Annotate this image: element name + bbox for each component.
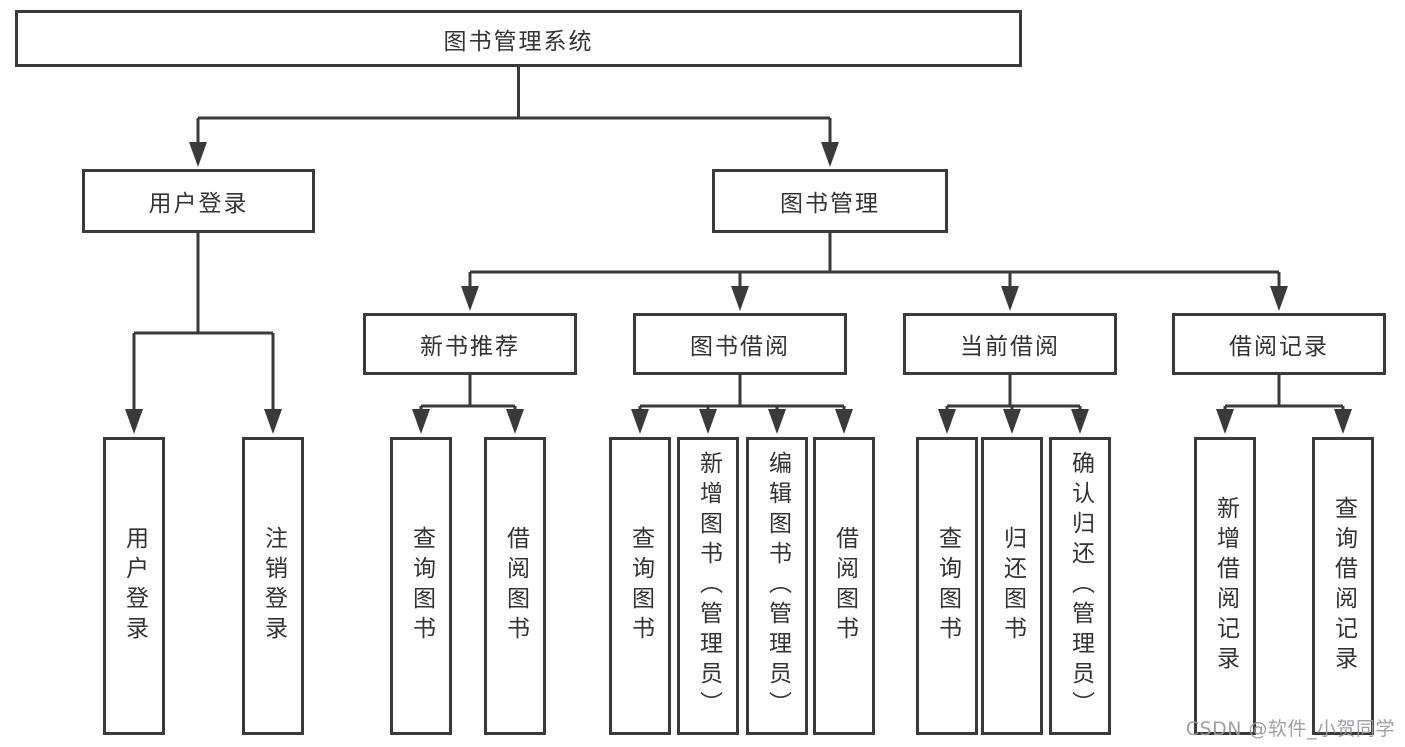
node-label: 查询借阅记录 [1330, 496, 1357, 676]
node-label: 图书管理 [780, 191, 880, 217]
node-label: 用户登录 [121, 526, 148, 646]
node-label: 编辑图书（管理员） [764, 451, 791, 721]
node-label: 确认归还（管理员） [1067, 451, 1094, 721]
leaf-borrow-books-recommend: 借阅图书 [484, 437, 546, 735]
node-current-borrowing: 当前借阅 [903, 313, 1117, 375]
leaf-return-books: 归还图书 [981, 437, 1043, 735]
node-label: 新书推荐 [420, 334, 520, 360]
leaf-add-borrow-record: 新增借阅记录 [1194, 437, 1256, 735]
connector-new-book-recommend-to-leaves [412, 375, 524, 434]
node-book-management: 图书管理 [712, 169, 948, 233]
connector-root-to-level2 [189, 67, 839, 167]
leaf-edit-book-admin: 编辑图书（管理员） [746, 437, 808, 735]
csdn-watermark: CSDN @软件_小贺同学 [1185, 718, 1395, 740]
connector-borrow-records-to-leaves [1216, 375, 1352, 434]
node-label: 查询图书 [408, 526, 435, 646]
node-new-book-recommend: 新书推荐 [363, 313, 577, 375]
connector-user-login-to-leaves [125, 233, 282, 434]
connector-current-borrowing-to-leaves [938, 375, 1089, 434]
node-borrow-records: 借阅记录 [1172, 313, 1386, 375]
leaf-query-books-borrowing: 查询图书 [609, 437, 671, 735]
node-label: 查询图书 [934, 526, 961, 646]
leaf-user-login: 用户登录 [103, 437, 165, 735]
node-label: 查询图书 [627, 526, 654, 646]
node-label: 借阅图书 [831, 526, 858, 646]
node-label: 归还图书 [999, 526, 1026, 646]
connector-book-management-to-level3 [461, 233, 1288, 311]
node-label: 借阅记录 [1229, 334, 1329, 360]
node-label: 用户登录 [148, 191, 249, 217]
connector-book-borrowing-to-leaves [631, 375, 853, 434]
node-label: 新增借阅记录 [1212, 496, 1239, 676]
leaf-query-borrow-record: 查询借阅记录 [1312, 437, 1374, 735]
leaf-logout: 注销登录 [242, 437, 304, 735]
leaf-borrow-books: 借阅图书 [813, 437, 875, 735]
node-label: 借阅图书 [502, 526, 529, 646]
node-label: 当前借阅 [960, 334, 1060, 360]
node-book-borrowing: 图书借阅 [633, 313, 847, 375]
node-label: 图书管理系统 [443, 28, 594, 55]
leaf-query-books-recommend: 查询图书 [390, 437, 452, 735]
node-label: 新增图书（管理员） [695, 451, 722, 721]
leaf-add-book-admin: 新增图书（管理员） [677, 437, 739, 735]
node-label: 注销登录 [260, 526, 287, 646]
node-label: 图书借阅 [690, 334, 790, 360]
node-user-login: 用户登录 [82, 169, 315, 233]
node-library-management-system: 图书管理系统 [15, 10, 1022, 67]
leaf-confirm-return-admin: 确认归还（管理员） [1049, 437, 1111, 735]
leaf-query-books-current: 查询图书 [916, 437, 978, 735]
